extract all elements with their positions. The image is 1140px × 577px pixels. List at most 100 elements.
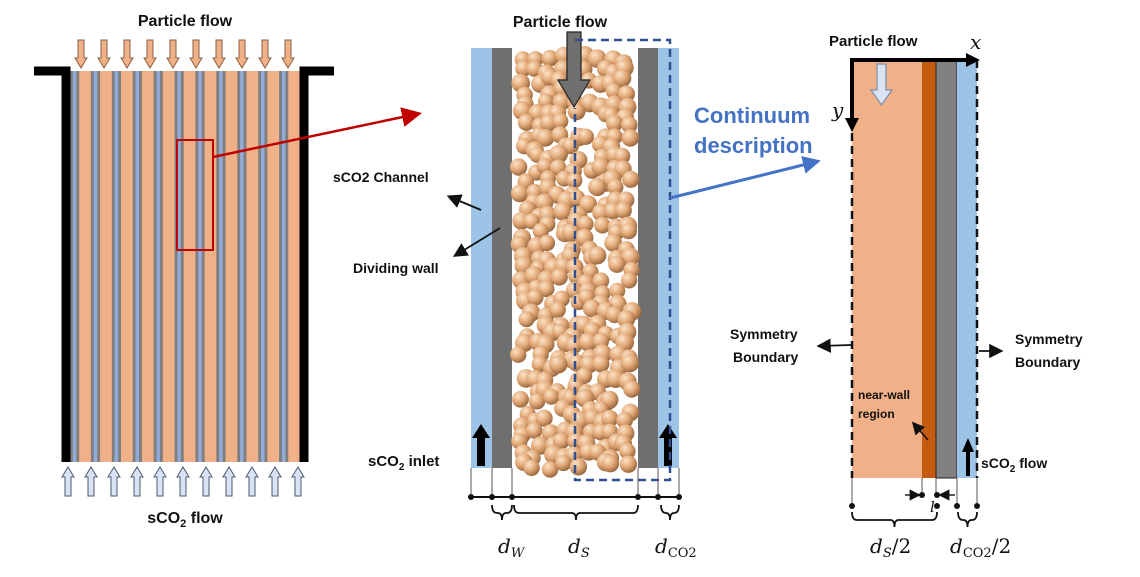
l-label: l [930, 498, 935, 516]
dco2-half-brace [957, 511, 978, 528]
particle-sphere [613, 147, 631, 165]
dimension-node [954, 503, 960, 509]
particle-sphere [510, 184, 529, 203]
wall-stripe [285, 71, 289, 462]
particle-flow-arrow-right [869, 63, 894, 107]
wall-stripe [132, 71, 136, 462]
dw-brace [491, 504, 513, 521]
particle-sphere [604, 234, 623, 252]
dimension-node [468, 494, 474, 500]
sco2-inflow-arrow [222, 466, 236, 497]
dividing-wall-label: Dividing wall [353, 260, 439, 276]
casing [34, 66, 334, 462]
near-wall-label-1: near-wall [858, 388, 910, 402]
particle-sphere [569, 458, 588, 476]
ds-brace [513, 504, 639, 521]
particle-bed [509, 46, 642, 478]
wall-stripe [201, 71, 205, 462]
particle-sphere [541, 461, 559, 478]
dimension-node [655, 494, 661, 500]
continuum-domain-box [573, 38, 672, 482]
particle-sphere [528, 393, 546, 410]
sco2-inflow-arrow [199, 466, 213, 497]
wall-stripe [111, 71, 115, 462]
particle-sphere [594, 216, 611, 234]
particle-sphere [567, 102, 586, 121]
wall-stripe [159, 71, 163, 462]
particle-sphere [549, 355, 568, 374]
sco2-flow-arrow-right [962, 438, 974, 476]
particle-sphere [526, 422, 543, 439]
particle-sphere [578, 332, 598, 352]
left-sco2-flow-label: sCO2 flow [147, 510, 223, 530]
x-axis-label: x [970, 30, 981, 54]
particle-sphere [565, 336, 583, 354]
wall-stripe [195, 71, 199, 462]
particle-sphere [582, 299, 601, 318]
particle-sphere [553, 202, 572, 221]
particle-sphere [601, 409, 619, 428]
sco2-inflow-arrow [153, 466, 167, 497]
left-panel: Particle flow sCO2 flow [34, 13, 422, 530]
particle-sphere [512, 390, 529, 408]
particle-sphere [608, 255, 626, 273]
particle-sphere [527, 289, 544, 306]
particle-inflow-arrow [143, 39, 157, 69]
wall-stripe [222, 71, 226, 462]
dimension-node [974, 503, 980, 509]
right-symmetry-label-2: Boundary [1015, 354, 1081, 370]
sco2-inflow-arrow [61, 466, 75, 497]
particle-inflow-arrow [120, 39, 134, 69]
dividing-wall-pointer [452, 227, 501, 257]
particle-sphere [552, 432, 570, 450]
sco2-stripe [135, 71, 139, 462]
particle-sphere [510, 346, 527, 363]
right-dividing-wall [638, 48, 658, 468]
sco2-inflow-arrow [176, 466, 190, 497]
left-particle-flow-label: Particle flow [138, 13, 233, 30]
sco2-channel-label: sCO2 Channel [333, 169, 429, 185]
wall-stripe [264, 71, 268, 462]
sco2-stripe [177, 71, 181, 462]
sco2-inflow-arrow [130, 466, 144, 497]
dimension-node [635, 494, 641, 500]
sco2-stripe [114, 71, 119, 462]
dco2-brace [660, 504, 680, 521]
wall-stripe [70, 71, 73, 462]
particle-sphere [619, 443, 636, 460]
sco2-stripe [72, 71, 77, 462]
left-dividing-wall [492, 48, 512, 468]
particle-sphere [591, 157, 610, 177]
sco2-stripe [156, 71, 160, 462]
zoom-arrow [212, 107, 422, 159]
particle-inflow-arrows [74, 39, 295, 69]
near-wall-pointer [911, 421, 929, 441]
continuum-label-line1: Continuum [694, 103, 810, 128]
dimension-node [934, 492, 940, 498]
particle-sphere [536, 128, 555, 147]
particle-inflow-arrow [258, 39, 272, 69]
sco2-inlet-arrow-left [472, 424, 490, 466]
particle-sphere [620, 353, 640, 373]
particle-sphere [605, 83, 622, 100]
dimension-node [919, 492, 925, 498]
particle-sphere [607, 179, 624, 196]
wall-stripe [258, 71, 262, 462]
particle-sphere [592, 355, 610, 373]
ds-half-brace [851, 511, 938, 528]
particle-sphere [518, 311, 535, 328]
particle-sphere [601, 455, 620, 473]
left-symmetry-label-2: Boundary [733, 349, 799, 365]
particle-sphere [517, 113, 535, 131]
particle-inflow-arrow [189, 39, 203, 69]
particle-sphere [549, 301, 566, 318]
dimension-node [849, 503, 855, 509]
sco2-inflow-arrow [84, 466, 98, 497]
particle-sphere [622, 170, 640, 188]
particle-sphere [621, 129, 640, 147]
particle-sphere [621, 272, 638, 289]
sco2-channel-pointer [446, 194, 482, 211]
near-wall-region [922, 60, 936, 478]
particle-inflow-arrow [235, 39, 249, 69]
wall-stripe [180, 71, 184, 462]
